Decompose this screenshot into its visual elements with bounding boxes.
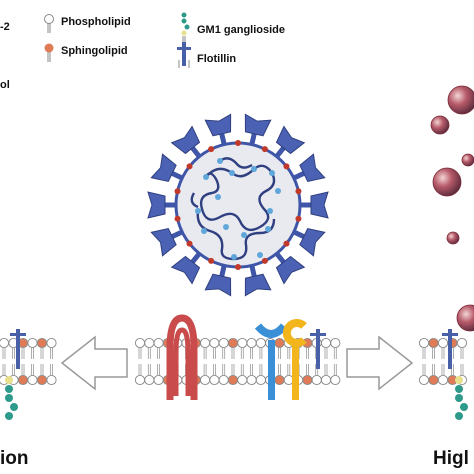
particle-sphere [432,167,462,197]
spike-protein [244,113,272,147]
membrane-left [0,329,57,386]
rna-beads [195,158,281,260]
flotillin-icon [177,42,191,68]
particle-sphere [447,85,474,115]
spike-protein [291,153,326,183]
spike-protein [150,153,185,183]
spike-protein [147,191,177,219]
legend-label-phospholipid: Phospholipid [61,16,131,28]
virus-particle [147,113,329,297]
particle-sphere [461,153,474,167]
spike-protein [274,251,306,285]
particle-sphere [446,231,460,245]
legend-label-sphingolipid: Sphingolipid [61,45,128,57]
receptor-red [166,314,198,400]
gm1-ganglioside-icon [181,12,190,46]
legend-label-flotillin: Flotillin [197,53,237,65]
spike-protein [204,263,232,297]
spike-protein [274,125,306,159]
particle-sphere [430,115,450,135]
caption-right: Higl [433,448,469,469]
spike-protein [170,251,202,285]
receptor-blue [254,323,288,400]
particle-spheres [430,85,474,332]
spike-protein [299,191,329,219]
caption-left: ion [0,448,29,469]
spike-protein [244,263,272,297]
arrow-right [346,335,414,391]
right-gm1-chain [455,376,468,420]
spike-protein [150,227,185,257]
membrane-center [134,329,341,386]
spike-protein [204,113,232,147]
sphingolipid-icon [44,43,54,62]
receptor-yellow [282,319,307,400]
spike-protein [291,227,326,257]
particle-sphere [456,304,474,332]
legend-fragment-top: -2 [0,21,10,33]
legend-fragment-bottom: ol [0,79,10,91]
legend-label-gm1-ganglioside: GM1 ganglioside [197,24,286,36]
spike-proteins [147,113,329,297]
left-gm1-chain [5,376,18,420]
phospholipid-icon [44,14,54,33]
arrow-left [60,335,128,391]
spike-protein [170,125,202,159]
